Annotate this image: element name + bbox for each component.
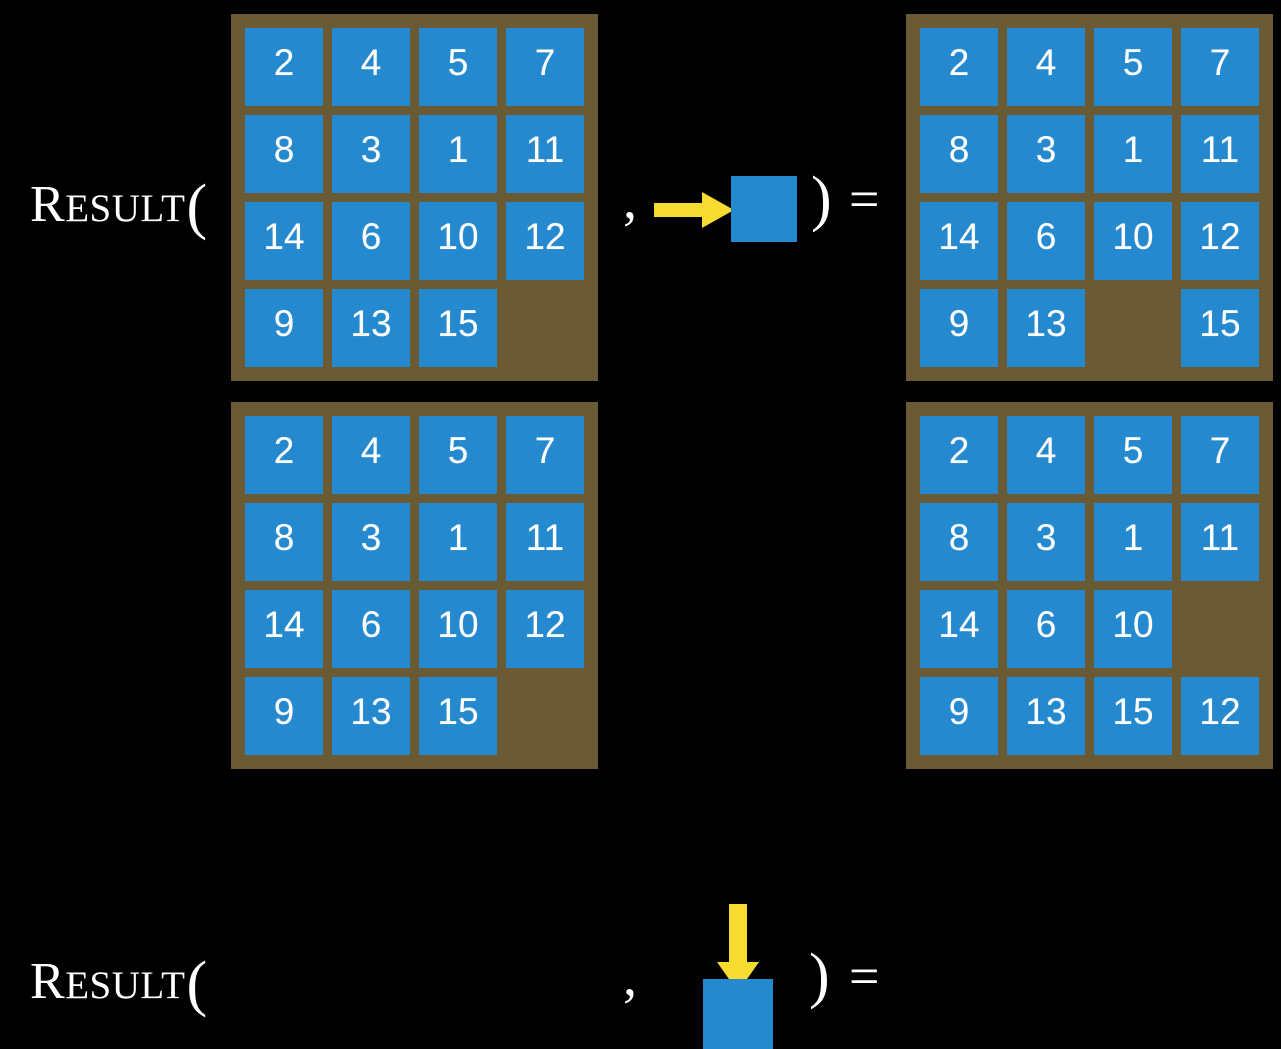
- tile[interactable]: 14: [920, 590, 998, 668]
- result-label-smallcaps: ESULT: [65, 964, 186, 1007]
- tile[interactable]: 5: [1094, 28, 1172, 106]
- tile[interactable]: 4: [332, 28, 410, 106]
- tile[interactable]: 14: [245, 590, 323, 668]
- move-action-tile-row-1[interactable]: [731, 176, 797, 242]
- tile[interactable]: 4: [1007, 28, 1085, 106]
- equals-sign-row-1: =: [849, 169, 880, 229]
- argument-separator-comma: ,: [623, 946, 637, 1008]
- tile[interactable]: 11: [1181, 115, 1259, 193]
- tile[interactable]: 9: [245, 289, 323, 367]
- tile[interactable]: 4: [332, 416, 410, 494]
- output-board-row-1[interactable]: 2 4 5 7 8 3 1 11 14 6 10 12 9 13 15: [906, 14, 1273, 381]
- tile[interactable]: 1: [419, 503, 497, 581]
- result-label-open-paren: (: [186, 950, 208, 1018]
- result-function-label-row-2: RESULT(: [30, 947, 208, 1015]
- result-label-open-paren: (: [186, 173, 208, 241]
- empty-slot: [506, 289, 584, 367]
- tile[interactable]: 15: [419, 677, 497, 755]
- tile[interactable]: 10: [419, 590, 497, 668]
- output-board-row-2[interactable]: 2 4 5 7 8 3 1 11 14 6 10 9 13 15 12: [906, 402, 1273, 769]
- tile[interactable]: 10: [1094, 590, 1172, 668]
- tile[interactable]: 3: [332, 503, 410, 581]
- tile[interactable]: 11: [1181, 503, 1259, 581]
- tile[interactable]: 5: [419, 416, 497, 494]
- equation-row-2: RESULT( 2 4 5 7 8 3 1 11 14 6 10 12 9 13…: [0, 392, 1281, 1049]
- tile[interactable]: 9: [920, 677, 998, 755]
- tile[interactable]: 12: [1181, 677, 1259, 755]
- action-group-row-1: , ) =: [601, 0, 906, 392]
- empty-slot: [1181, 590, 1259, 668]
- tile[interactable]: 15: [419, 289, 497, 367]
- tile[interactable]: 3: [1007, 503, 1085, 581]
- result-label-smallcaps: ESULT: [65, 187, 186, 230]
- tile[interactable]: 13: [332, 677, 410, 755]
- tile[interactable]: 13: [1007, 677, 1085, 755]
- argument-separator-comma: ,: [623, 169, 637, 231]
- tile[interactable]: 12: [1181, 202, 1259, 280]
- input-board-row-2[interactable]: 2 4 5 7 8 3 1 11 14 6 10 12 9 13 15: [231, 402, 598, 769]
- tile[interactable]: 11: [506, 503, 584, 581]
- tile[interactable]: 2: [920, 416, 998, 494]
- equation-row-1: RESULT( 2 4 5 7 8 3 1 11 14 6 10 12 9 13…: [0, 0, 1281, 392]
- tile[interactable]: 15: [1181, 289, 1259, 367]
- result-label-capital: R: [30, 176, 66, 233]
- tile[interactable]: 4: [1007, 416, 1085, 494]
- tile[interactable]: 7: [1181, 416, 1259, 494]
- tile[interactable]: 8: [920, 503, 998, 581]
- close-paren-row-1: ): [811, 165, 832, 233]
- tile[interactable]: 2: [245, 416, 323, 494]
- tile[interactable]: 6: [1007, 590, 1085, 668]
- move-action-tile-row-2[interactable]: [703, 979, 773, 1049]
- empty-slot: [1094, 289, 1172, 367]
- tile[interactable]: 7: [506, 28, 584, 106]
- tile[interactable]: 9: [920, 289, 998, 367]
- tile[interactable]: 13: [332, 289, 410, 367]
- tile[interactable]: 2: [920, 28, 998, 106]
- tile[interactable]: 8: [920, 115, 998, 193]
- result-label-capital: R: [30, 953, 66, 1010]
- action-group-row-2: , ) =: [601, 392, 906, 1049]
- tile[interactable]: 3: [332, 115, 410, 193]
- tile[interactable]: 6: [332, 590, 410, 668]
- tile[interactable]: 10: [1094, 202, 1172, 280]
- tile[interactable]: 3: [1007, 115, 1085, 193]
- tile[interactable]: 14: [920, 202, 998, 280]
- tile[interactable]: 1: [419, 115, 497, 193]
- tile[interactable]: 13: [1007, 289, 1085, 367]
- tile[interactable]: 2: [245, 28, 323, 106]
- empty-slot: [506, 677, 584, 755]
- tile[interactable]: 8: [245, 115, 323, 193]
- tile[interactable]: 5: [1094, 416, 1172, 494]
- result-function-label-row-1: RESULT(: [30, 170, 208, 238]
- tile[interactable]: 6: [332, 202, 410, 280]
- tile[interactable]: 11: [506, 115, 584, 193]
- input-board-row-1[interactable]: 2 4 5 7 8 3 1 11 14 6 10 12 9 13 15: [231, 14, 598, 381]
- tile[interactable]: 1: [1094, 115, 1172, 193]
- tile[interactable]: 1: [1094, 503, 1172, 581]
- tile[interactable]: 9: [245, 677, 323, 755]
- tile[interactable]: 12: [506, 202, 584, 280]
- tile[interactable]: 7: [1181, 28, 1259, 106]
- tile[interactable]: 10: [419, 202, 497, 280]
- tile[interactable]: 15: [1094, 677, 1172, 755]
- close-paren-row-2: ): [809, 942, 830, 1010]
- tile[interactable]: 7: [506, 416, 584, 494]
- tile[interactable]: 14: [245, 202, 323, 280]
- tile[interactable]: 6: [1007, 202, 1085, 280]
- arrow-right-icon: [654, 192, 734, 228]
- tile[interactable]: 12: [506, 590, 584, 668]
- tile[interactable]: 8: [245, 503, 323, 581]
- tile[interactable]: 5: [419, 28, 497, 106]
- equals-sign-row-2: =: [849, 946, 880, 1006]
